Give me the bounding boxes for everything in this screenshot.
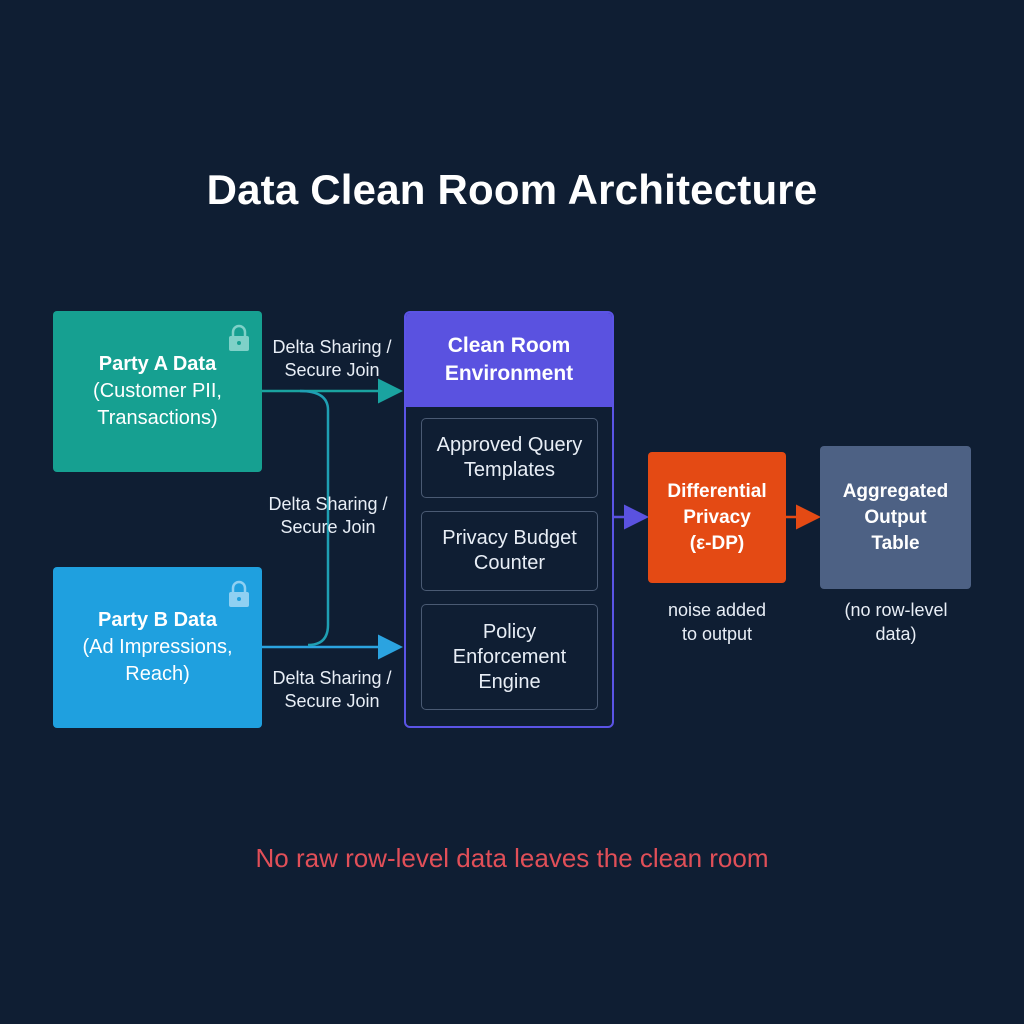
clean-room-item-policy-engine: Policy Enforcement Engine [421,604,598,710]
clean-room-item-query-templates: Approved Query Templates [421,418,598,498]
aggregated-output-box: Aggregated Output Table [820,446,971,589]
party-a-name: Party A Data [98,353,217,375]
clean-room-header: Clean Room Environment [406,313,612,407]
differential-privacy-box: Differential Privacy (ε-DP) [648,452,786,583]
lock-icon [229,580,249,607]
clean-room-item-privacy-budget: Privacy Budget Counter [421,511,598,591]
join-link-line [299,389,330,647]
party-b-desc-2: Reach) [125,663,190,685]
edge-label-top: Delta Sharing / Secure Join [272,337,392,380]
party-b-box: Party B Data (Ad Impressions, Reach) [53,567,262,728]
party-b-name: Party B Data [98,609,217,631]
lock-icon [229,324,249,351]
party-a-desc-2: Transactions) [97,407,218,429]
party-b-desc-1: (Ad Impressions, [82,636,233,658]
diagram-title: Data Clean Room Architecture [206,166,818,213]
party-a-desc-1: (Customer PII, [93,380,222,402]
dp-note: noise added to output [667,600,767,644]
clean-room-container: Clean Room Environment Approved Query Te… [404,311,614,728]
edge-label-bottom: Delta Sharing / Secure Join [272,668,392,711]
party-a-box: Party A Data (Customer PII, Transactions… [53,311,262,472]
footer-note: No raw row-level data leaves the clean r… [255,843,769,873]
output-note: (no row-level data) [844,600,948,644]
edge-label-middle: Delta Sharing / Secure Join [268,494,388,537]
